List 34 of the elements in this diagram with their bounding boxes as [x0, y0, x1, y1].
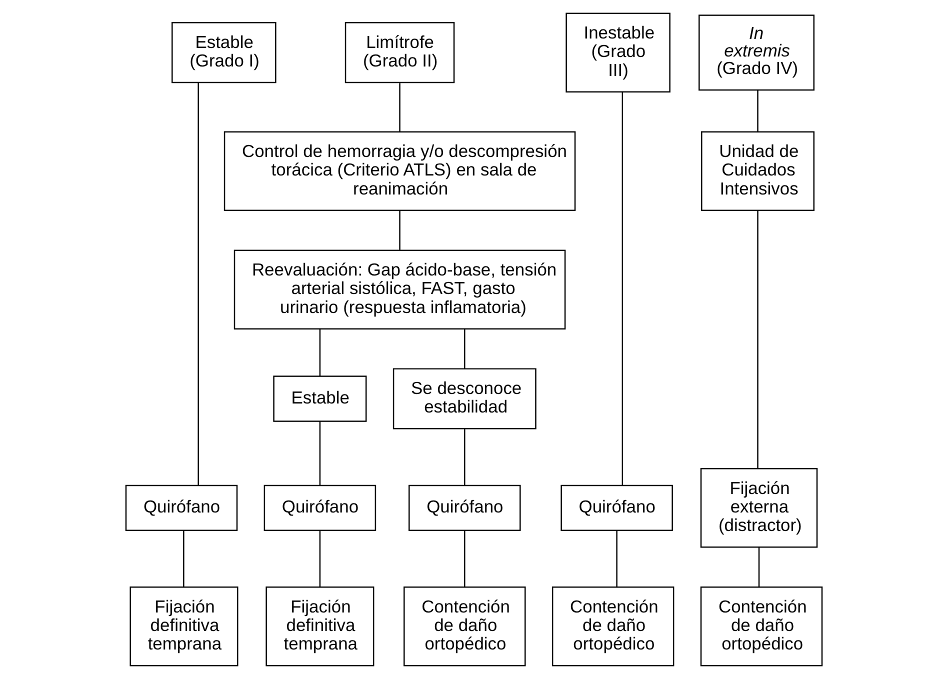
connector [757, 90, 758, 132]
connector [616, 530, 618, 587]
node-box: Quirófano [560, 484, 673, 531]
node-box: Contención de daño ortopédico [700, 586, 823, 666]
connector [198, 82, 199, 486]
node-box: Contención de daño ortopédico [552, 586, 674, 666]
connector [399, 210, 400, 250]
node-box: Contención de daño ortopédico [404, 586, 526, 666]
node-box: Estable (Grado I) [172, 22, 276, 84]
node-box: Estable [273, 376, 367, 422]
node-box: Inestable (Grado III) [566, 12, 670, 93]
connector [319, 530, 321, 587]
connector [464, 530, 466, 587]
node-box: Quirófano [125, 484, 238, 531]
node-box: Reevaluación: Gap ácido-base, tensión arterial sistólica, FAST, gasto urinario (respuesta inflamatoria) [234, 250, 566, 330]
connector [464, 329, 466, 369]
node-box: Fijación externa (distractor) [700, 468, 818, 548]
connector [464, 429, 466, 486]
node-box: Fijación definitiva temprana [130, 586, 238, 666]
node-box: Unidad de Cuidados Intensivos [701, 131, 815, 212]
connector [399, 83, 400, 132]
node-box: In extremis (Grado IV) [698, 14, 815, 91]
node-box: Se desconoce estabilidad [392, 368, 536, 430]
connector [319, 329, 321, 376]
connector [183, 530, 184, 587]
node-box: Control de hemorragia y/o descompresión torácica (Criterio ATLS) en sala de reanimación [224, 131, 576, 212]
node-box: Quirófano [408, 484, 521, 531]
node-box: Limítrofe (Grado II) [344, 22, 455, 84]
node-box: Fijación definitiva temprana [266, 586, 374, 666]
connector [758, 547, 760, 587]
connector [622, 92, 624, 485]
connector [757, 210, 758, 468]
node-box: Quirófano [264, 484, 376, 531]
connector [319, 421, 321, 486]
